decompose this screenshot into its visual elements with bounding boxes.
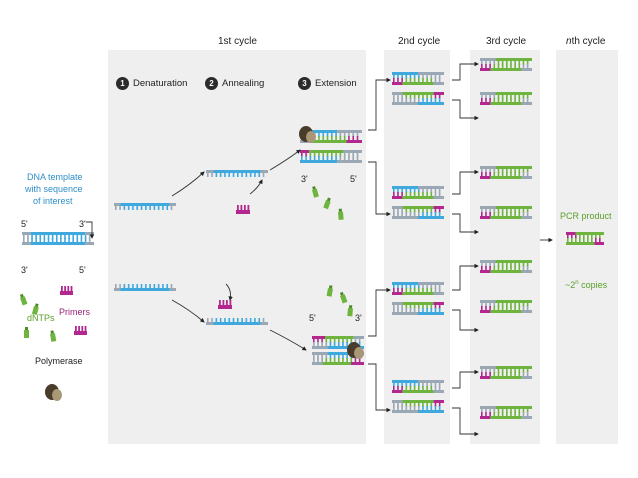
annealing-bottom-strand	[206, 318, 268, 325]
template-bracket	[86, 221, 95, 239]
first-cycle-header: 1st cycle	[218, 36, 257, 47]
arrow-c2-3	[368, 287, 391, 337]
arrow-c2-1	[368, 77, 391, 131]
template-top-5-end: 5'	[21, 219, 28, 229]
annealed-primer	[218, 305, 232, 309]
template-top-3-end: 3'	[79, 219, 86, 229]
extension-top-5-end: 5'	[350, 174, 357, 184]
dntps-label: dNTPs	[27, 313, 55, 323]
arrow-c3-0	[452, 61, 479, 81]
template-label-2: with sequence	[25, 184, 83, 194]
pcr-product-label: PCR product	[560, 211, 612, 221]
step-3-number: 3	[298, 77, 311, 90]
template-label-3: of interest	[33, 196, 73, 206]
step-3-label: Extension	[315, 78, 357, 89]
copies-suffix: copies	[578, 280, 608, 290]
primer-bind-arrow-bottom	[225, 283, 233, 301]
arrow-c3-6	[452, 369, 479, 389]
polymerase-label: Polymerase	[35, 356, 83, 366]
arrow-to-annealing-top	[171, 171, 205, 197]
third-cycle-header: 3rd cycle	[486, 36, 527, 47]
arrow-c2-2	[368, 161, 391, 217]
nth-cycle-panel	[556, 50, 618, 444]
first-cycle-panel	[108, 50, 366, 444]
extension-top-3-end: 3'	[301, 174, 308, 184]
free-primer	[236, 210, 250, 214]
extension-bottom-3-end: 3'	[355, 313, 362, 323]
dntp-icon	[19, 293, 28, 306]
denatured-top-strand	[114, 203, 176, 210]
template-bottom-5-end: 5'	[79, 265, 86, 275]
step-2-label: Annealing	[222, 78, 265, 89]
denatured-bottom-strand	[114, 284, 176, 291]
copies-exponent: n	[575, 280, 579, 286]
step-1-number: 1	[116, 77, 129, 90]
arrow-c3-4	[452, 263, 479, 291]
extension-bottom-5-end: 5'	[309, 313, 316, 323]
second-cycle-panel	[384, 50, 450, 444]
copies-label: ~2n copies	[565, 280, 607, 290]
primer-icon	[60, 291, 73, 295]
primers-label: Primers	[59, 307, 90, 317]
arrow-c2-4	[368, 363, 391, 413]
arrow-c3-2	[452, 169, 479, 195]
second-cycle-header: 2nd cycle	[398, 36, 441, 47]
step-1-label: Denaturation	[133, 78, 188, 89]
arrow-to-extension-top	[269, 149, 301, 171]
arrow-c3-7	[452, 407, 479, 437]
step-2-number: 2	[205, 77, 218, 90]
arrow-c3-5	[452, 309, 479, 333]
template-label-1: DNA template	[27, 172, 83, 182]
arrow-c3-1	[452, 99, 479, 121]
arrow-to-annealing-bottom	[171, 299, 205, 323]
arrow-to-extension-bottom	[269, 329, 307, 351]
arrow-c3-3	[452, 213, 479, 235]
annealing-top-strand	[206, 170, 268, 177]
nth-cycle-n: n	[566, 36, 572, 47]
template-bottom-3-end: 3'	[21, 265, 28, 275]
nth-cycle-rest: th cycle	[571, 36, 606, 47]
primer-bind-arrow-top	[249, 179, 263, 195]
nth-cycle-header: nth cycle	[566, 36, 605, 47]
copies-prefix: ~2	[565, 280, 576, 290]
primer-icon-2	[74, 331, 87, 335]
